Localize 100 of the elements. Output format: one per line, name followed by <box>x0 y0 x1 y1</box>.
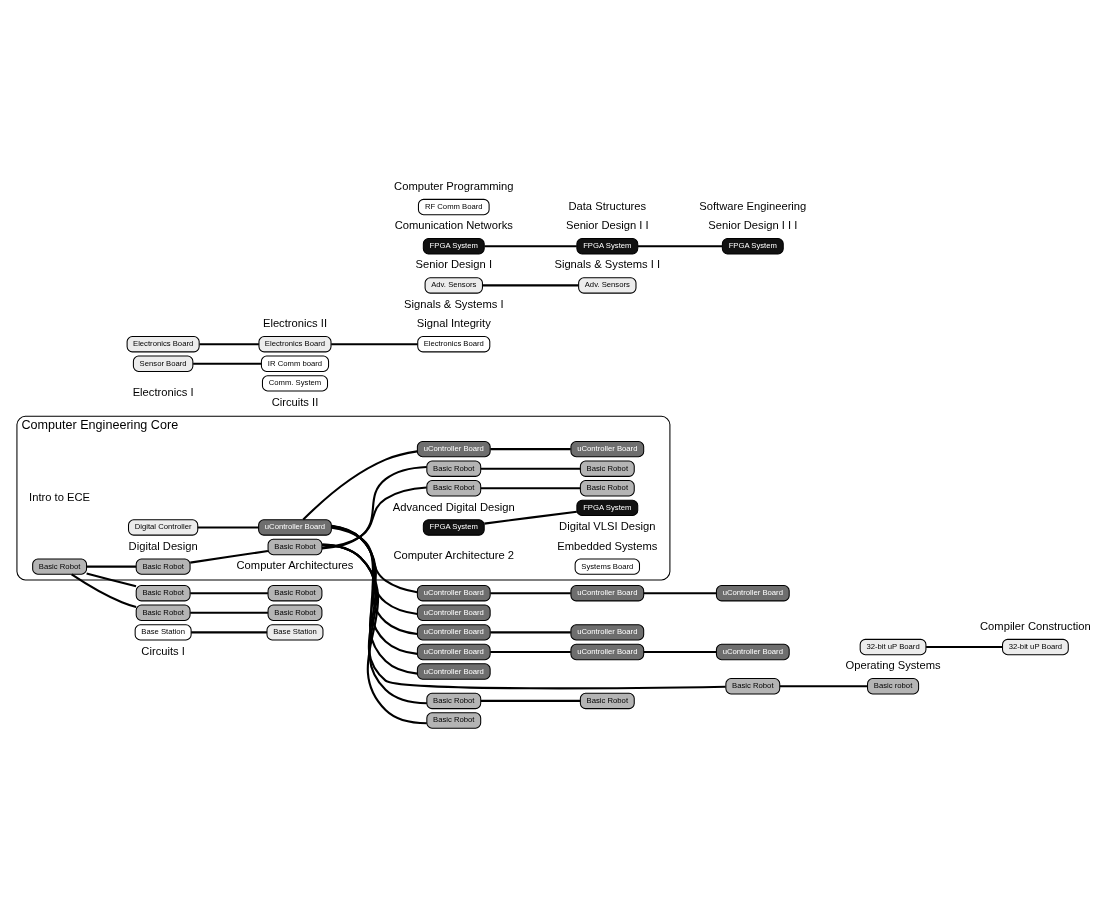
connector <box>484 510 577 525</box>
connector <box>481 487 581 490</box>
node-box: Basic Robot <box>426 480 482 497</box>
connector <box>86 565 137 568</box>
node-box: Basic Robot <box>267 604 323 621</box>
node-box: FPGA System <box>422 238 485 255</box>
node-box: Basic Robot <box>579 692 635 710</box>
node-box: Basic Robot <box>426 712 482 729</box>
node-box: Base Station <box>266 624 324 641</box>
label: Signals & Systems I I <box>554 258 661 271</box>
node-box: Electronics Board <box>417 335 491 353</box>
label: Electronics I <box>132 385 194 398</box>
label: Advanced Digital Design <box>392 500 515 513</box>
node-box: uController Board <box>416 663 491 680</box>
label: Operating Systems <box>845 659 941 672</box>
node-box: Base Station <box>134 624 192 641</box>
node-box: IR Comm board <box>260 355 330 372</box>
node-box: Sensor Board <box>132 355 194 372</box>
connector <box>190 592 268 595</box>
connector <box>321 466 427 550</box>
node-box: uController Board <box>570 585 645 602</box>
connector <box>190 611 268 614</box>
connector <box>481 699 581 702</box>
connector <box>482 284 579 287</box>
node-box: 32-bit uP Board <box>859 638 927 656</box>
node-box: uController Board <box>570 624 645 641</box>
node-box: Electronics Board <box>258 335 332 353</box>
label: Signals & Systems I <box>404 297 504 310</box>
label: Circuits II <box>271 395 319 408</box>
label: Senior Design I <box>415 258 493 271</box>
node-box: Comm. System <box>261 375 329 392</box>
node-box: Basic Robot <box>135 585 191 602</box>
node-box: Basic Robot <box>135 558 191 575</box>
connector <box>637 245 723 248</box>
node-box: Basic Robot <box>267 538 323 556</box>
connector <box>191 631 267 634</box>
connector <box>490 592 571 595</box>
node-box: uController Board <box>258 519 332 536</box>
node-box: Systems Board <box>574 558 640 575</box>
node-box: 32-bit uP Board <box>1002 638 1069 656</box>
connector <box>490 448 571 451</box>
node-box: FPGA System <box>721 238 784 255</box>
node-box: Basic Robot <box>579 480 635 497</box>
connector <box>86 572 137 588</box>
node-box: uController Board <box>715 643 790 661</box>
node-box: uController Board <box>715 585 790 602</box>
connector <box>926 646 1003 649</box>
node-box: Basic Robot <box>725 678 781 695</box>
node-box: Basic Robot <box>579 460 635 477</box>
node-box: uController Board <box>416 604 491 621</box>
node-box: uController Board <box>570 643 645 661</box>
connector <box>321 486 427 549</box>
label: Digital Design <box>128 539 198 552</box>
node-box: Basic Robot <box>135 604 191 621</box>
label: Embedded Systems <box>557 539 658 552</box>
node-box: uController Board <box>416 624 491 641</box>
label: Signal Integrity <box>416 317 491 330</box>
connector <box>193 362 262 365</box>
node-box: Basic Robot <box>267 585 323 602</box>
node-box: Basic robot <box>867 678 920 695</box>
node-box: Basic Robot <box>426 460 482 477</box>
label: Electronics II <box>262 317 328 330</box>
connector <box>322 543 726 690</box>
connector <box>331 526 418 594</box>
node-box: Adv. Sensors <box>578 277 637 294</box>
node-box: uController Board <box>570 440 645 458</box>
label: Comunication Networks <box>394 219 513 232</box>
label: Intro to ECE <box>29 490 91 503</box>
node-box: Basic Robot <box>426 692 482 710</box>
node-box: Electronics Board <box>126 335 200 353</box>
node-box: FPGA System <box>422 519 485 536</box>
connector <box>331 343 418 346</box>
node-box: uController Board <box>416 440 491 458</box>
node-box: FPGA System <box>576 238 639 255</box>
label: Computer Architectures <box>236 559 354 572</box>
connector <box>490 650 571 653</box>
connector <box>779 685 868 688</box>
label: Digital VLSI Design <box>559 520 656 533</box>
node-box: uController Board <box>416 585 491 602</box>
node-box: Basic Robot <box>32 558 88 575</box>
connector <box>643 592 717 595</box>
label: Software Engineering <box>699 199 807 212</box>
connector <box>199 343 259 346</box>
node-box: Digital Controller <box>128 519 199 536</box>
connector <box>71 573 137 609</box>
connector <box>481 467 581 470</box>
connector <box>197 526 259 529</box>
label: Circuits I <box>141 644 185 657</box>
connector <box>331 525 418 615</box>
label: Data Structures <box>568 199 647 212</box>
connector <box>490 631 571 634</box>
node-box: uController Board <box>416 643 491 661</box>
node-box: FPGA System <box>576 499 639 517</box>
connector <box>302 450 418 521</box>
connector <box>643 650 717 653</box>
connector <box>484 245 577 248</box>
label: Computer Architecture 2 <box>393 549 515 562</box>
connector <box>190 549 269 564</box>
node-box: RF Comm Board <box>417 198 490 216</box>
node-box: Adv. Sensors <box>424 277 483 294</box>
